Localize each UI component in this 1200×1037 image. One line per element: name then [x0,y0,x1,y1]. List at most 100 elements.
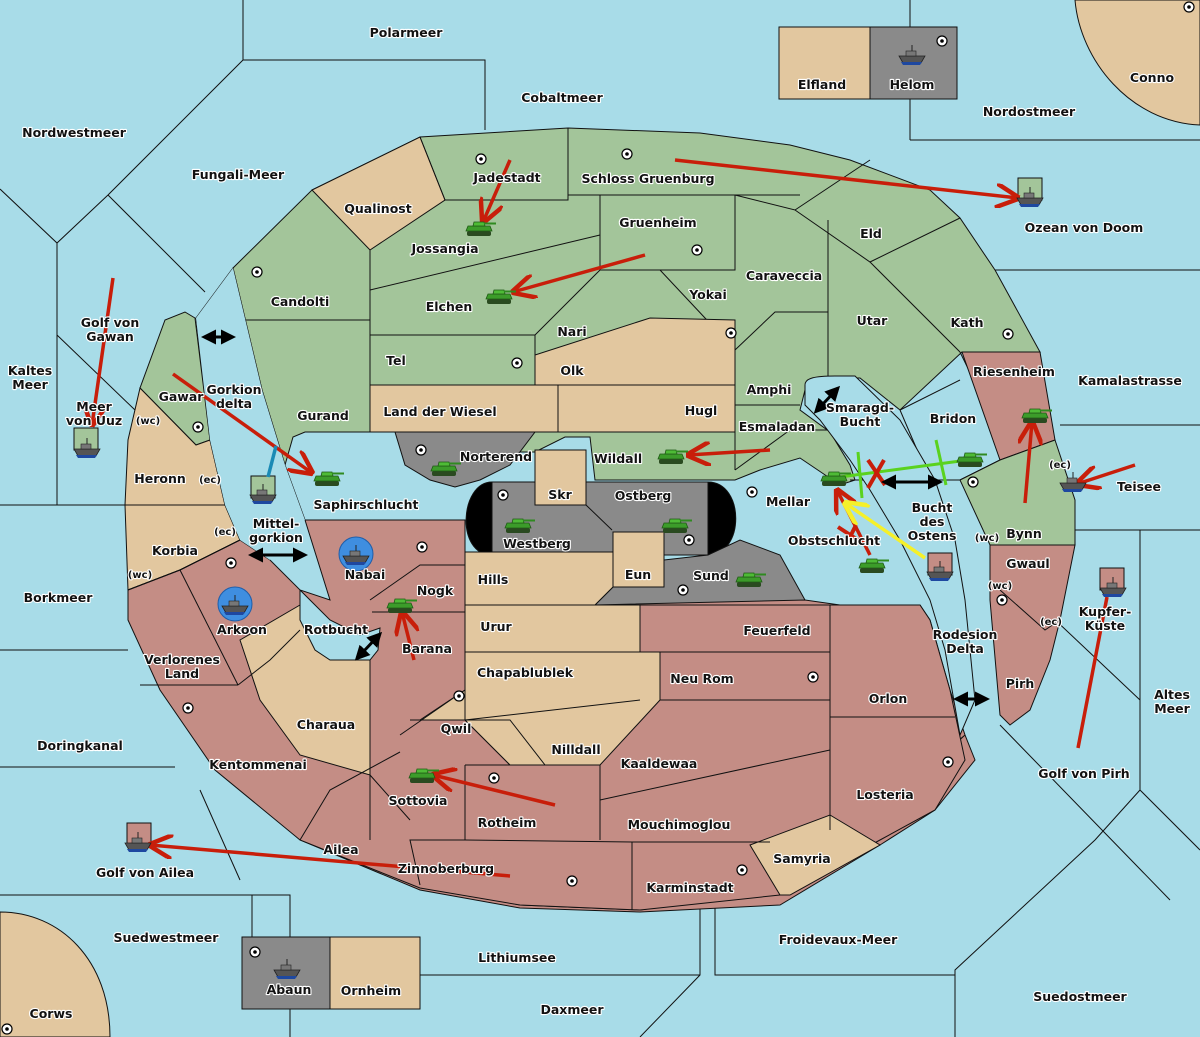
label-urur: Urur [480,619,512,634]
label-gwaul: Gwaul [1006,556,1049,571]
label-nordostmeer: Nordostmeer [983,104,1076,119]
order-gruenheim-elchen [513,253,646,292]
order-teisee-bynn [1077,463,1136,484]
supply-center-icon [621,148,633,160]
label-bridon: Bridon [930,411,976,426]
label-lithiumsee: Lithiumsee [478,950,556,965]
label-elfland: Elfland [798,77,846,92]
label-rodesion-delta-2: Delta [946,641,984,656]
label-golf-von-ailea: Golf von Ailea [96,865,194,880]
supply-center-icon [996,594,1008,606]
label-ailea: Ailea [323,842,358,857]
region-corws[interactable] [0,911,111,1037]
label-barana: Barana [402,641,452,656]
supply-center-icon [475,153,487,165]
label-kupfer-kueste-1: Kupfer- [1079,604,1132,619]
label-mouchimoglou: Mouchimoglou [628,817,731,832]
label-qwil: Qwil [441,721,472,736]
supply-center-icon [566,875,578,887]
label-heronn-wc: (wc) [136,416,160,427]
label-teisee: Teisee [1117,479,1161,494]
orders-move [92,158,1136,878]
order-convoy-blue [266,445,278,478]
label-orlon: Orlon [869,691,908,706]
label-yokai: Yokai [688,287,727,302]
region-elfland[interactable] [778,26,871,100]
label-losteria: Losteria [856,787,913,802]
region-norterend[interactable] [394,431,537,488]
region-skr[interactable] [534,449,587,506]
label-mittelgorkion-2: gorkion [249,530,303,545]
sea-labels: Polarmeer Cobaltmeer Nordwestmeer Fungal… [7,24,1192,1018]
supply-center-icon [192,421,204,433]
label-bucht-des-ostens-1: Bucht [912,500,953,515]
label-arkoon: Arkoon [217,622,267,637]
label-kaltes-meer-2: Meer [12,377,48,392]
supply-center-icon [225,557,237,569]
label-tel: Tel [386,353,406,368]
label-feuerfeld: Feuerfeld [743,623,810,638]
label-altes-meer-2: Meer [1154,701,1190,716]
supply-center-icon [936,35,948,47]
supply-center-icon [453,690,465,702]
label-candolti: Candolti [271,294,330,309]
label-schloss-gruenburg: Schloss Gruenburg [581,171,714,186]
supply-center-icon [746,486,758,498]
label-nogk: Nogk [417,583,454,598]
region-eun[interactable] [612,531,665,588]
label-suedostmeer: Suedostmeer [1033,989,1127,1004]
supply-center-icon [1,1023,13,1035]
supply-center-icon [415,444,427,456]
region-hills[interactable] [464,551,614,606]
label-fungali-meer: Fungali-Meer [192,167,285,182]
label-ozean-von-doom: Ozean von Doom [1025,220,1144,235]
order-pirh-kupfer [1076,596,1109,749]
label-gurand: Gurand [297,408,349,423]
label-qualinost: Qualinost [344,201,411,216]
label-hills: Hills [478,572,509,587]
order-bynn-riesenheim [1025,422,1032,504]
label-bynn: Bynn [1006,526,1041,541]
label-doringkanal: Doringkanal [37,738,123,753]
label-ornheim: Ornheim [341,983,401,998]
label-polarmeer: Polarmeer [370,25,444,40]
supply-center-icon [942,756,954,768]
label-bynn-wc: (wc) [975,533,999,544]
supply-center-icon [677,584,689,596]
label-elchen: Elchen [426,299,473,314]
region-conno[interactable] [1074,0,1200,126]
label-bucht-des-ostens-3: Ostens [908,528,957,543]
label-heronn: Heronn [134,471,186,486]
label-olk: Olk [560,363,584,378]
supply-center-icon [691,244,703,256]
label-conno: Conno [1130,70,1175,85]
region-samyria[interactable] [749,814,881,896]
label-eun: Eun [625,567,651,582]
label-abaun: Abaun [267,982,312,997]
label-smaragd-bucht-2: Bucht [840,414,881,429]
label-land-der-wiesel: Land der Wiesel [383,404,496,419]
label-gwaul-ec: (ec) [1040,617,1062,628]
coast-labels: (wc) (ec) (ec) (wc) (ec) (wc) (wc) (ec) [127,415,1072,629]
label-neu-rom: Neu Rom [670,671,733,686]
region-land-der-wiesel-hugl[interactable] [369,384,736,433]
label-golf-von-gawan-2: Gawan [86,329,134,344]
order-esmaladan-wildall [688,450,771,455]
label-cobaltmeer: Cobaltmeer [521,90,603,105]
label-suedwestmeer: Suedwestmeer [114,930,220,945]
supply-center-icon [249,946,261,958]
label-corws: Corws [30,1006,73,1021]
label-westberg: Westberg [503,536,571,551]
order-rotheim-sottovia [433,775,556,807]
label-kentommenai: Kentommenai [209,757,307,772]
region-gwaul-pirh[interactable] [989,544,1076,726]
label-norterend: Norterend [460,449,532,464]
label-rotheim: Rotheim [478,815,537,830]
region-qwil[interactable] [410,689,547,766]
label-nabai: Nabai [345,567,386,582]
label-kaltes-meer-1: Kaltes [8,363,52,378]
label-riesenheim: Riesenheim [973,364,1055,379]
region-ornheim[interactable] [329,936,421,1010]
supply-center-icon [725,327,737,339]
